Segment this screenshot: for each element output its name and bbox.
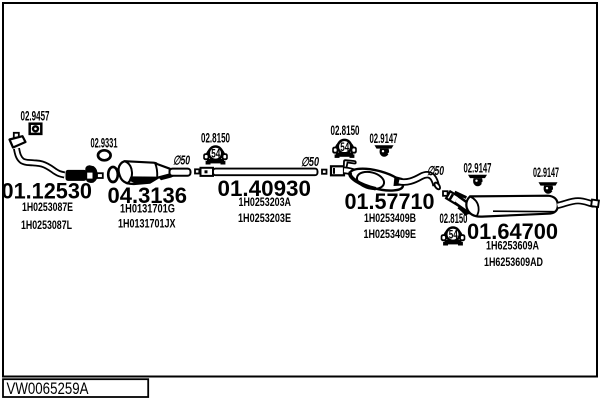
svg-text:1H0131701G: 1H0131701G xyxy=(120,202,175,216)
svg-text:02.9147: 02.9147 xyxy=(464,160,492,175)
svg-text:1H0253087L: 1H0253087L xyxy=(21,218,72,232)
svg-text:02.8150: 02.8150 xyxy=(440,211,468,226)
svg-text:02.9147: 02.9147 xyxy=(533,165,559,180)
svg-text:1H0253409B: 1H0253409B xyxy=(364,211,416,225)
svg-text:01.40930: 01.40930 xyxy=(218,176,312,201)
svg-text:04.3136: 04.3136 xyxy=(108,183,188,208)
svg-text:01.12530: 01.12530 xyxy=(2,178,93,203)
svg-text:1H6253609A: 1H6253609A xyxy=(486,238,539,252)
svg-text:∅50: ∅50 xyxy=(301,155,319,169)
svg-text:01.64700: 01.64700 xyxy=(467,219,558,244)
svg-text:54: 54 xyxy=(211,149,220,161)
svg-text:1H0253203A: 1H0253203A xyxy=(239,195,292,209)
svg-text:∅50: ∅50 xyxy=(173,154,190,168)
svg-text:02.8150: 02.8150 xyxy=(331,123,360,138)
svg-text:1H6253609AD: 1H6253609AD xyxy=(484,255,543,269)
svg-text:1H0131701JX: 1H0131701JX xyxy=(118,217,176,231)
svg-text:1H0253409E: 1H0253409E xyxy=(364,227,417,241)
svg-text:1H0253203E: 1H0253203E xyxy=(238,211,291,225)
svg-text:1H0253087E: 1H0253087E xyxy=(22,200,73,214)
svg-text:02.9331: 02.9331 xyxy=(91,136,118,151)
svg-text:01.57710: 01.57710 xyxy=(345,189,435,214)
svg-text:VW0065259A: VW0065259A xyxy=(7,379,90,398)
svg-text:∅50: ∅50 xyxy=(427,164,444,178)
svg-text:02.9147: 02.9147 xyxy=(370,131,398,146)
svg-text:02.9457: 02.9457 xyxy=(21,109,50,124)
svg-text:02.8150: 02.8150 xyxy=(201,131,230,146)
